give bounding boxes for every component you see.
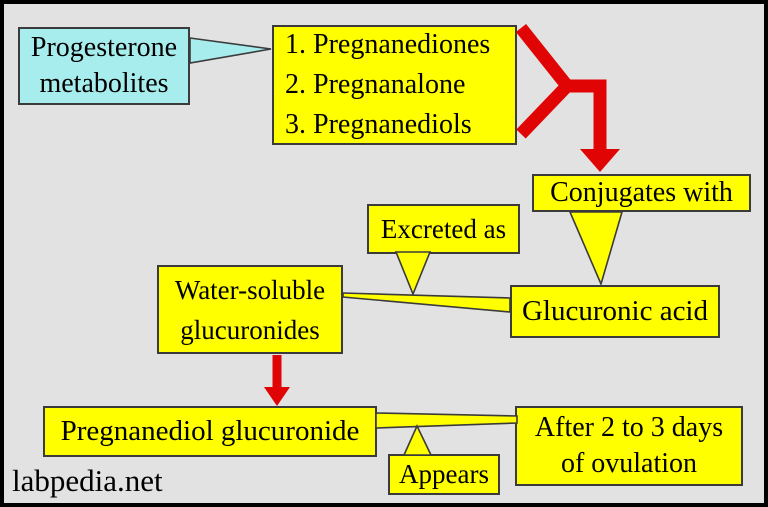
conjugates-funnel-tail (568, 211, 624, 287)
box-label: Excreted as (380, 213, 507, 244)
pregnanediol-tail-wedge (375, 412, 518, 429)
glucuronic-acid-callout: Glucuronic acid (510, 285, 720, 338)
fork-arrowhead-icon (580, 149, 620, 172)
callout-line: Progesterone (30, 32, 178, 63)
fork-arrow-top-branch (515, 23, 574, 92)
excreted-as-tail (394, 251, 432, 297)
box-line: of ovulation (560, 448, 698, 479)
conjugates-with-box: Conjugates with (532, 174, 751, 212)
box-label: Appears (399, 459, 489, 489)
appears-callout: Appears (388, 454, 500, 495)
box-line: After 2 to 3 days (534, 412, 724, 443)
box-label: Conjugates with (550, 177, 733, 208)
pregnanediol-glucuronide-callout: Pregnanediol glucuronide (43, 406, 377, 457)
list-item: 3. Pregnanediols (285, 109, 472, 140)
progesterone-metabolites-callout: Progesterone metabolites (18, 27, 190, 105)
box-line: glucuronides (180, 314, 320, 345)
appears-tail (402, 424, 433, 456)
watermark-text: labpedia.net (12, 463, 163, 498)
water-soluble-glucuronides-box: Water-soluble glucuronides (157, 265, 343, 354)
list-item: 2. Pregnanalone (285, 69, 466, 100)
excreted-as-callout: Excreted as (367, 204, 520, 254)
progesterone-tail (189, 37, 272, 64)
box-label: Glucuronic acid (521, 295, 708, 327)
glucuronic-acid-tail-wedge (342, 292, 511, 313)
box-label: Pregnanediol glucuronide (60, 415, 360, 447)
after-ovulation-box: After 2 to 3 days of ovulation (515, 406, 743, 486)
fork-arrow-bottom-branch (516, 80, 573, 139)
callout-line: metabolites (39, 68, 169, 99)
list-item: 1. Pregnanediones (285, 29, 491, 60)
fork-arrow-elbow (565, 79, 607, 151)
metabolite-list-box: 1. Pregnanediones 2. Pregnanalone 3. Pre… (272, 25, 517, 145)
box-line: Water-soluble (174, 274, 326, 305)
down-arrowhead-icon (264, 387, 290, 406)
